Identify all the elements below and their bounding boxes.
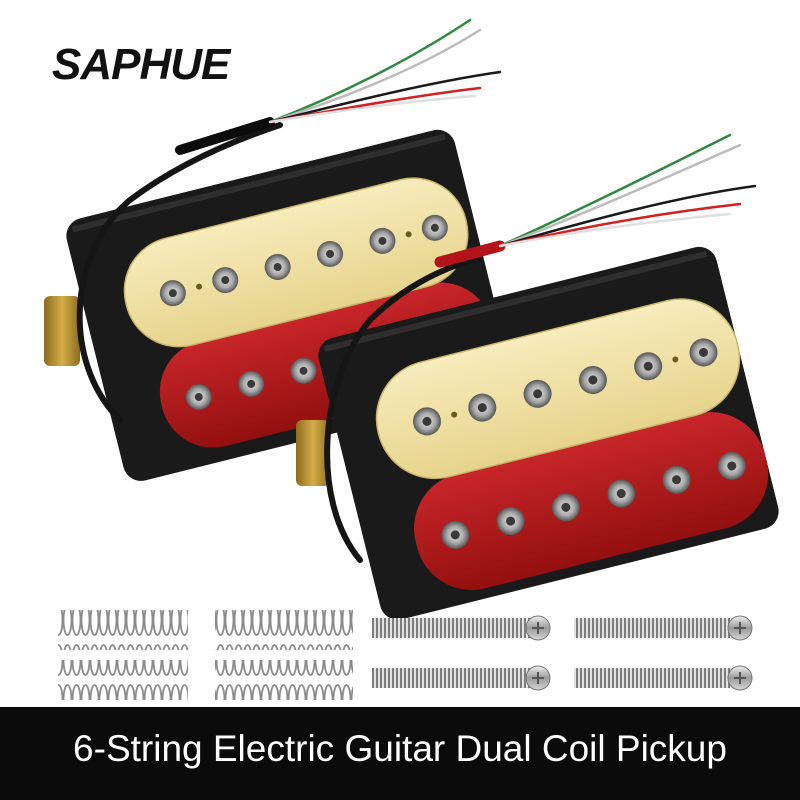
lead-wires (498, 133, 757, 248)
pickup-cable (324, 255, 483, 563)
cream-coil (123, 177, 469, 348)
pickup-cable (76, 122, 283, 423)
spring (215, 660, 353, 700)
red-coil (414, 412, 769, 590)
mounting-tab (296, 420, 330, 486)
brand-logo: SAPHUE (52, 40, 230, 89)
product-caption: 6-String Electric Guitar Dual Coil Picku… (73, 728, 727, 769)
spring (215, 610, 353, 650)
screw (372, 665, 551, 691)
screw (574, 665, 753, 691)
spring (58, 660, 188, 700)
pole-pieces (412, 338, 718, 436)
pickup-right (296, 133, 779, 620)
pole-pieces (441, 451, 746, 549)
screw (574, 615, 753, 641)
screw (372, 615, 551, 641)
pole-pieces (185, 357, 317, 410)
springs (58, 610, 353, 700)
mounting-tab (44, 296, 80, 366)
screws (372, 615, 753, 691)
caption-bar (0, 707, 800, 800)
cream-coil (375, 298, 741, 480)
pole-pieces (159, 214, 448, 307)
lead-wires (268, 18, 502, 124)
spring (58, 610, 188, 650)
